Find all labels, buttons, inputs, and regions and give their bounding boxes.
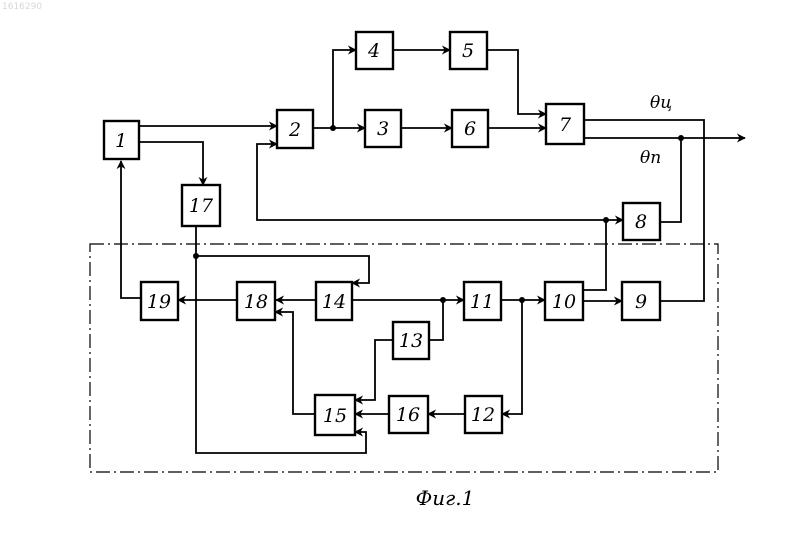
wire-feedback-to-2	[257, 144, 606, 220]
wire-theta-p-to-8	[660, 138, 681, 222]
wire-15-to-18	[275, 312, 315, 414]
block-13-label: 13	[399, 330, 423, 352]
junction-dot	[193, 253, 199, 259]
block-3-label: 3	[377, 118, 389, 140]
block-14-label: 14	[322, 291, 346, 313]
block-10: 10	[545, 282, 583, 320]
block-9: 9	[622, 282, 660, 320]
signal-theta-p-label: θп	[640, 148, 661, 168]
block-3: 3	[365, 110, 401, 147]
block-17: 17	[182, 185, 220, 226]
wire-10-to-8	[583, 220, 623, 290]
wire-19-to-1	[121, 161, 141, 298]
block-12-label: 12	[471, 404, 495, 426]
block-1-label: 1	[115, 130, 127, 152]
wire-17-to-14	[196, 256, 369, 283]
block-14: 14	[316, 282, 352, 320]
block-16: 16	[389, 396, 428, 433]
wire-branch-to-4	[333, 50, 356, 128]
block-8-label: 8	[635, 211, 647, 233]
block-5-label: 5	[462, 40, 474, 62]
wire-13-to-15	[355, 340, 393, 400]
block-2: 2	[277, 110, 313, 148]
block-18: 18	[237, 282, 275, 320]
block-19-label: 19	[147, 291, 171, 313]
watermark-text: 1616290	[2, 2, 42, 12]
block-4-label: 4	[367, 40, 380, 62]
figure-caption: Фиг.1	[416, 486, 475, 510]
signal-theta-c-label: θц	[650, 93, 672, 113]
block-1: 1	[104, 121, 139, 159]
wire-1-to-17	[139, 142, 203, 185]
block-16-label: 16	[396, 404, 420, 426]
wire-branch-to-13	[429, 300, 443, 340]
block-5: 5	[450, 32, 487, 69]
block-19: 19	[141, 282, 178, 320]
block-6: 6	[452, 110, 488, 147]
block-7: 7	[546, 104, 584, 144]
block-10-label: 10	[552, 291, 576, 313]
block-11-label: 11	[470, 291, 494, 313]
wire-5-to-7	[487, 50, 546, 114]
block-15: 15	[315, 395, 355, 435]
block-15-label: 15	[323, 405, 347, 427]
block-11: 11	[464, 282, 501, 320]
block-17-label: 17	[189, 195, 214, 217]
junction-dot	[330, 125, 336, 131]
block-4: 4	[356, 32, 393, 69]
block-12: 12	[465, 396, 502, 433]
block-8: 8	[623, 203, 660, 240]
block-6-label: 6	[464, 118, 476, 140]
wire-branch-to-12	[502, 300, 522, 414]
junction-dot	[603, 217, 609, 223]
block-7-label: 7	[559, 114, 572, 136]
block-2-label: 2	[288, 119, 301, 141]
block-9-label: 9	[635, 291, 647, 313]
block-18-label: 18	[244, 291, 268, 313]
block-13: 13	[393, 322, 429, 359]
